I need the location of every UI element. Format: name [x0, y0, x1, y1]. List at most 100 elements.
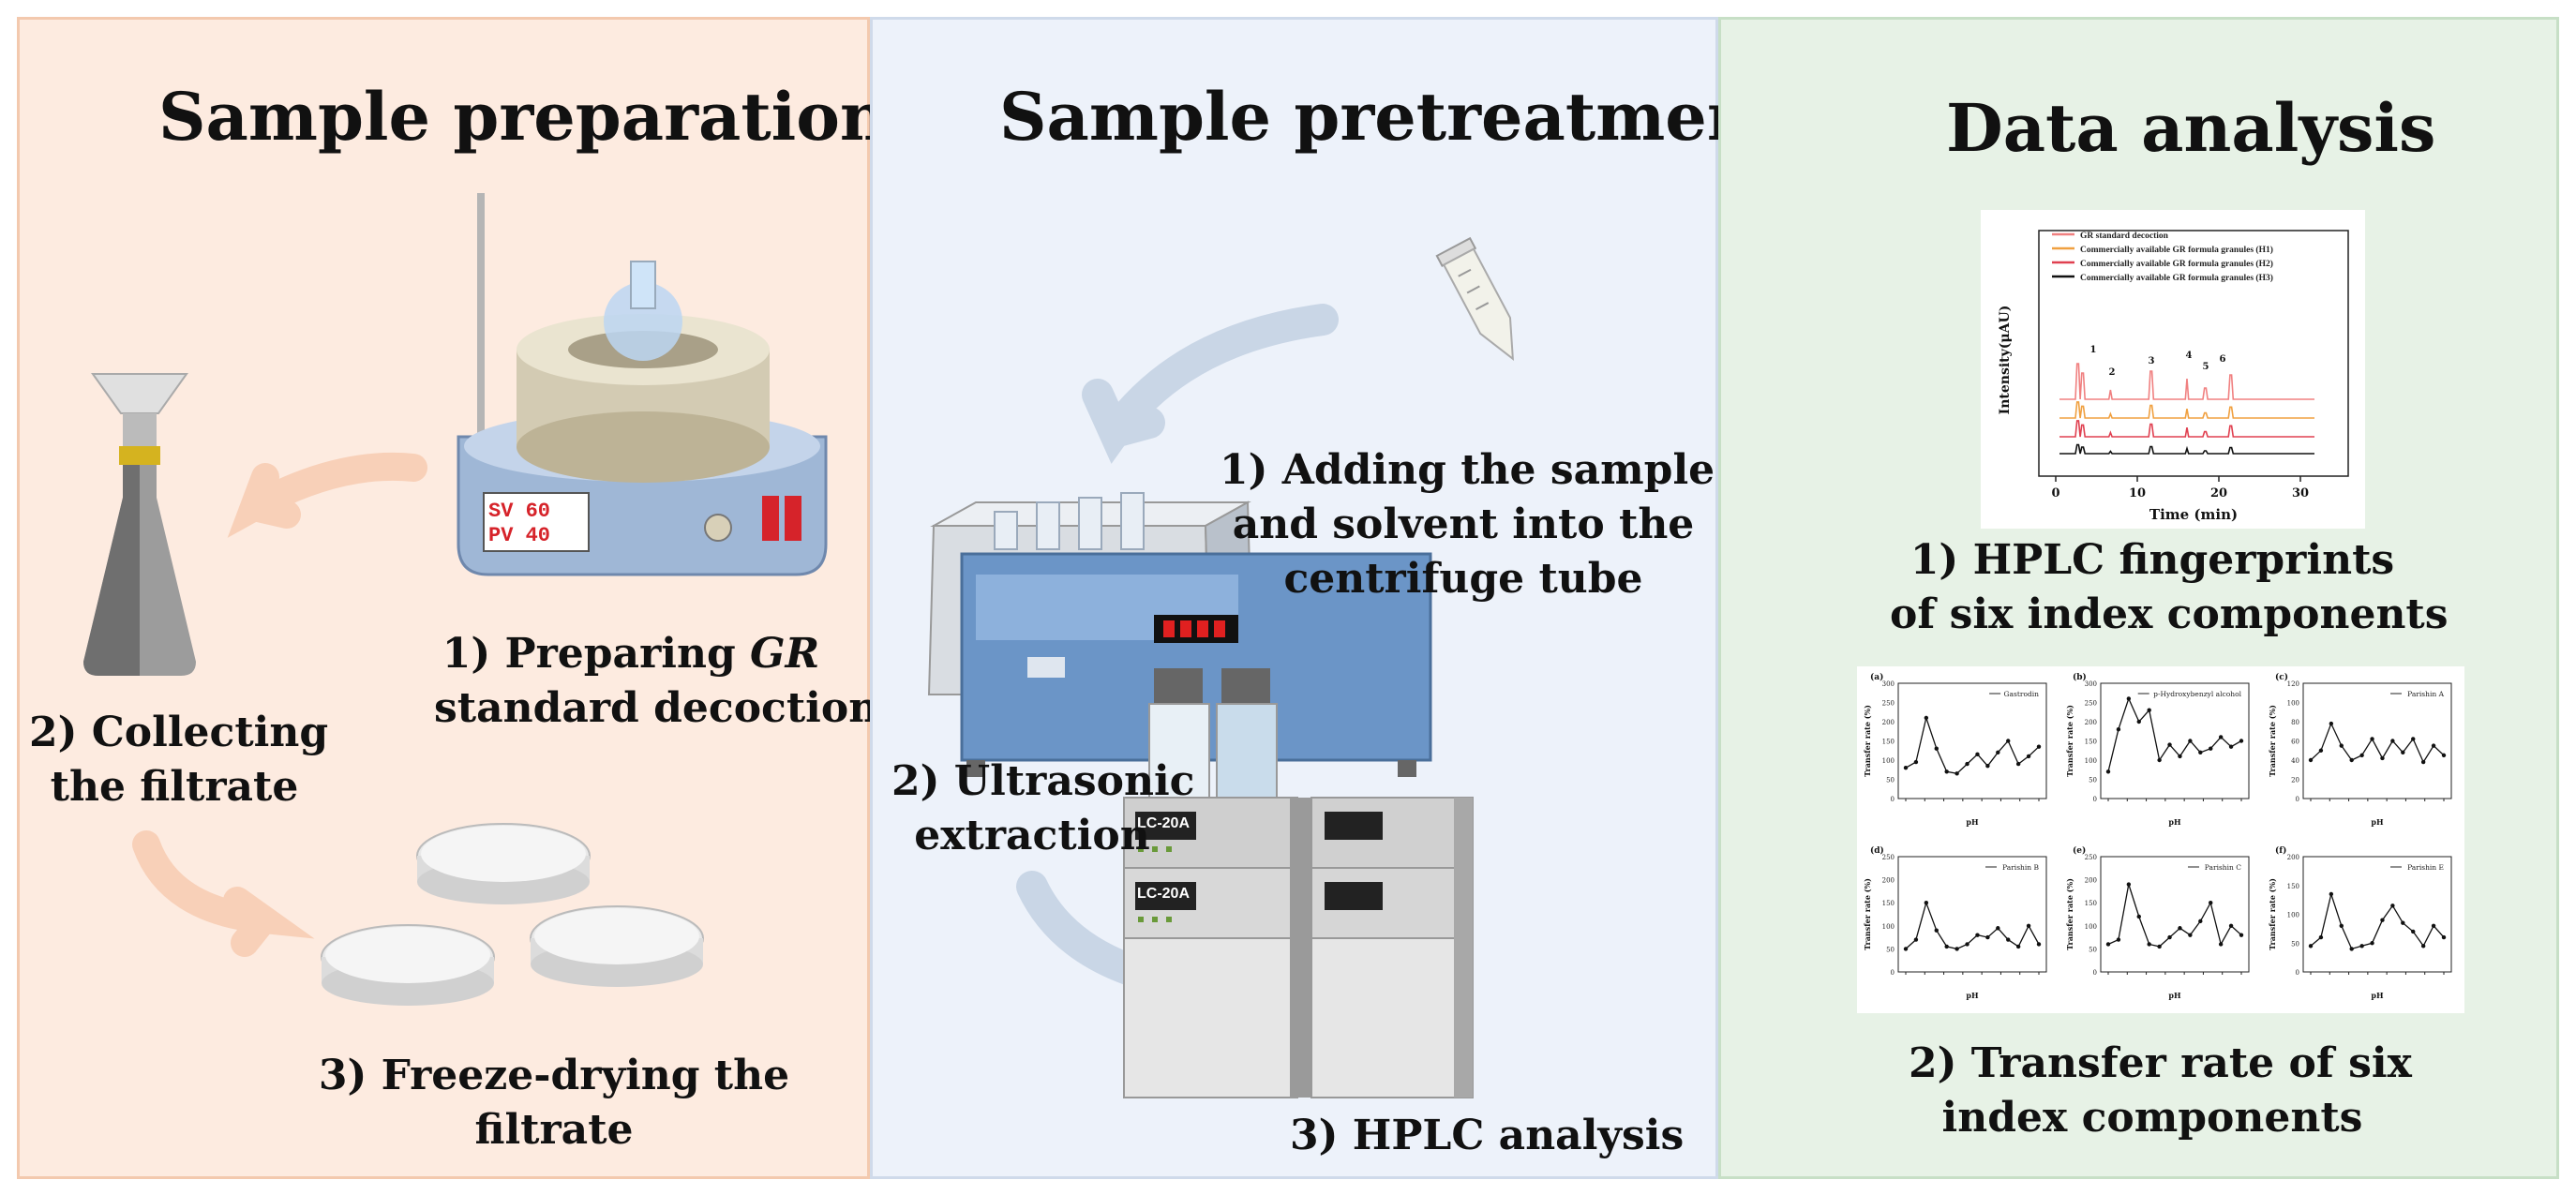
- preparation-illustrations: SV 60 PV 40: [83, 193, 828, 1006]
- y-axis-label: Transfer rate (%): [1863, 878, 1872, 950]
- data-point: [2239, 933, 2244, 937]
- legend-entry: GR standard decoction: [2080, 232, 2169, 241]
- pretreatment-illustrations: LC-20A LC-20A: [927, 236, 1515, 1098]
- step-hplc-analysis-text: 3) HPLC analysis: [1290, 1112, 1685, 1159]
- data-point: [2209, 746, 2213, 751]
- y-tick-label: 150: [2287, 883, 2299, 890]
- peak-label: 2: [2109, 367, 2116, 378]
- y-tick-label: 100: [2287, 700, 2299, 708]
- data-point: [2228, 744, 2234, 749]
- y-tick-label: 60: [2291, 739, 2299, 746]
- panel-letter: (a): [1870, 672, 1883, 682]
- data-point: [1954, 947, 1959, 951]
- step-transfer-rate: 2) Transfer rate of six index components: [1909, 1037, 2412, 1145]
- data-point: [1965, 761, 1969, 767]
- data-point: [2015, 944, 2021, 949]
- hplc-instrument-icon: [1123, 668, 1474, 1098]
- data-point: [2218, 942, 2224, 947]
- step-hplc-fingerprints-line1: 1) HPLC fingerprints: [1910, 536, 2395, 584]
- filtration-flask-icon: [83, 373, 196, 676]
- y-tick-label: 300: [1882, 680, 1895, 688]
- data-point: [2105, 942, 2111, 947]
- panel-letter: (f): [2275, 845, 2286, 856]
- y-axis-label: Transfer rate (%): [2268, 878, 2277, 950]
- step-freeze-drying: 3) Freeze-drying the filtrate: [310, 1049, 798, 1158]
- data-point: [2359, 753, 2364, 758]
- data-point: [1996, 926, 2000, 931]
- data-point: [2116, 937, 2121, 942]
- y-tick-label: 120: [2287, 680, 2299, 688]
- panel-title-pretreatment: Sample pretreatment: [999, 78, 1786, 156]
- data-point: [2136, 914, 2141, 919]
- step-adding-sample-line2: and solvent into the: [1232, 500, 1695, 548]
- step-preparing-decoction-pre: 1) Preparing: [442, 630, 751, 678]
- x-tick-label: 0: [2051, 486, 2059, 500]
- data-point: [2431, 743, 2436, 748]
- series-name: Parishin B: [2002, 863, 2039, 872]
- data-point: [2167, 742, 2172, 747]
- panel-sample-preparation: Sample preparation SV 60 PV 40: [17, 17, 888, 1179]
- y-tick-label: 150: [2085, 739, 2097, 746]
- series-line: [1905, 901, 2040, 950]
- y-tick-label: 150: [1882, 739, 1895, 746]
- y-axis-label: Transfer rate (%): [1863, 705, 1872, 777]
- fingerprint-xlabel: Time (min): [2149, 506, 2238, 523]
- y-tick-label: 0: [2093, 796, 2097, 803]
- fingerprint-ylabel: Intensity(μAU): [1998, 306, 2013, 415]
- data-point: [2147, 708, 2151, 712]
- y-tick-label: 20: [2291, 777, 2299, 784]
- series-name: Parishin A: [2407, 690, 2444, 698]
- fingerprint-trace: [2059, 363, 2314, 400]
- ultrasonic-bath-icon: [927, 500, 1432, 777]
- data-point: [1985, 934, 1990, 940]
- data-point: [2006, 937, 2011, 942]
- panel-title-preparation: Sample preparation: [158, 78, 888, 156]
- x-tick-label: 10: [2129, 486, 2146, 500]
- panel-letter: (c): [2275, 672, 2288, 682]
- data-point: [2411, 929, 2416, 934]
- data-point: [1985, 763, 1990, 769]
- y-tick-label: 250: [2085, 700, 2097, 708]
- data-point: [2036, 942, 2042, 947]
- y-tick-label: 200: [1882, 877, 1895, 885]
- heater-display-sv: SV 60: [488, 500, 550, 523]
- data-point: [2198, 919, 2203, 924]
- series-line: [2107, 884, 2242, 948]
- step-transfer-rate-line1: 2) Transfer rate of six: [1909, 1039, 2412, 1087]
- arrow-heater-to-funnel: [227, 452, 427, 538]
- step-adding-sample-line3: centrifuge tube: [1283, 555, 1643, 603]
- data-point: [2126, 882, 2132, 887]
- data-point: [2209, 901, 2213, 905]
- y-tick-label: 250: [1882, 854, 1895, 861]
- y-tick-label: 0: [2296, 796, 2299, 803]
- series-name: Parishin E: [2407, 863, 2444, 872]
- data-point: [2318, 748, 2324, 753]
- x-axis-label: pH: [2168, 991, 2181, 1000]
- series-line: [2310, 722, 2445, 764]
- data-point: [1996, 750, 2000, 754]
- y-tick-label: 80: [2291, 719, 2299, 726]
- data-point: [2380, 755, 2385, 761]
- data-point: [2339, 743, 2344, 748]
- data-point: [2157, 944, 2162, 949]
- step-hplc-fingerprints-line2: of six index components: [1890, 590, 2449, 638]
- step-freeze-drying-line2: filtrate: [474, 1106, 634, 1154]
- data-point: [2318, 934, 2324, 940]
- data-point: [2218, 735, 2224, 739]
- step-ultrasonic-extraction: 2) Ultrasonic extraction: [891, 754, 1194, 863]
- data-point: [1924, 715, 1929, 721]
- y-tick-label: 50: [1886, 777, 1895, 784]
- data-point: [1924, 901, 1929, 905]
- data-point: [2390, 904, 2395, 908]
- plot-frame: [1897, 856, 2047, 973]
- arrow-tube-to-bath: [1082, 304, 1339, 464]
- x-tick-label: 20: [2210, 486, 2227, 500]
- data-point: [2441, 934, 2447, 940]
- y-tick-label: 50: [2089, 946, 2097, 953]
- data-point: [1975, 933, 1980, 937]
- step-hplc-fingerprints: 1) HPLC fingerprints of six index compon…: [1890, 533, 2449, 642]
- panel-letter: (e): [2073, 845, 2086, 856]
